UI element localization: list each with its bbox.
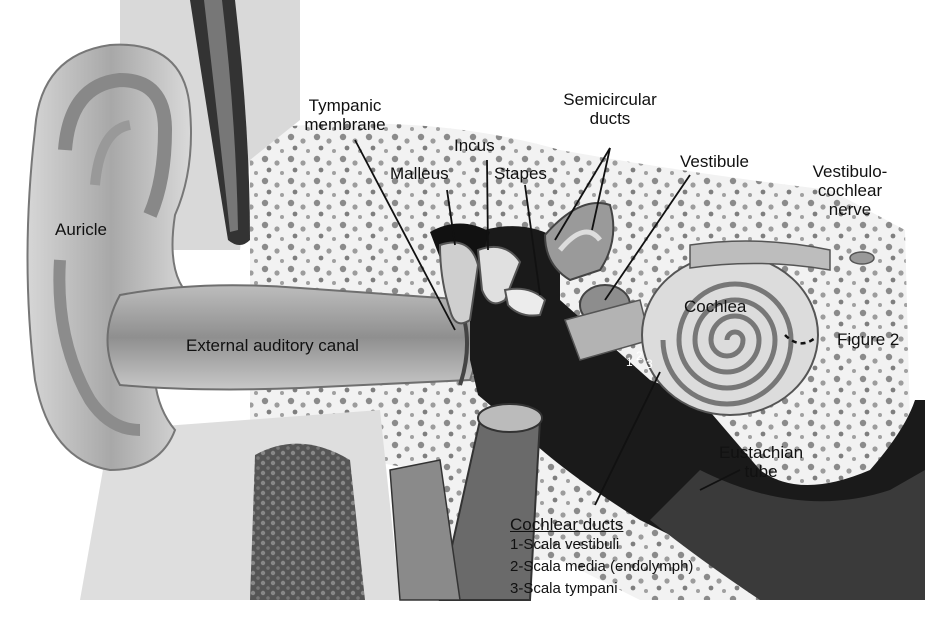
label-vestibule: Vestibule	[680, 152, 749, 171]
label-incus: Incus	[454, 136, 495, 155]
label-stapes: Stapes	[494, 164, 547, 183]
label-vestibulocochlear-nerve: Vestibulo- cochlear nerve	[800, 162, 900, 219]
label-auricle: Auricle	[55, 220, 107, 239]
cochlea-shape	[642, 255, 818, 415]
label-tympanic-membrane: Tympanic membrane	[290, 96, 400, 134]
scala-marker-3: 3	[646, 358, 653, 370]
label-malleus: Malleus	[390, 164, 449, 183]
legend-title: Cochlear ducts	[510, 515, 693, 534]
auricle-shape	[28, 45, 196, 470]
label-external-auditory-canal: External auditory canal	[186, 336, 359, 355]
legend-item: 2-Scala media (endolymph)	[510, 556, 693, 578]
label-semicircular-ducts: Semicircular ducts	[540, 90, 680, 128]
legend-item: 1-Scala vestibuli	[510, 534, 693, 556]
label-figure-2: Figure 2	[837, 330, 899, 349]
cochlear-ducts-legend: Cochlear ducts 1-Scala vestibuli 2-Scala…	[510, 515, 693, 600]
label-cochlea: Cochlea	[684, 297, 746, 316]
scala-marker-2: 2	[636, 350, 643, 362]
jugular-region	[250, 444, 365, 600]
label-eustachian-tube: Eustachian tube	[696, 443, 826, 481]
legend-item: 3-Scala tympani	[510, 578, 693, 600]
scala-marker-1: 1	[626, 356, 633, 368]
